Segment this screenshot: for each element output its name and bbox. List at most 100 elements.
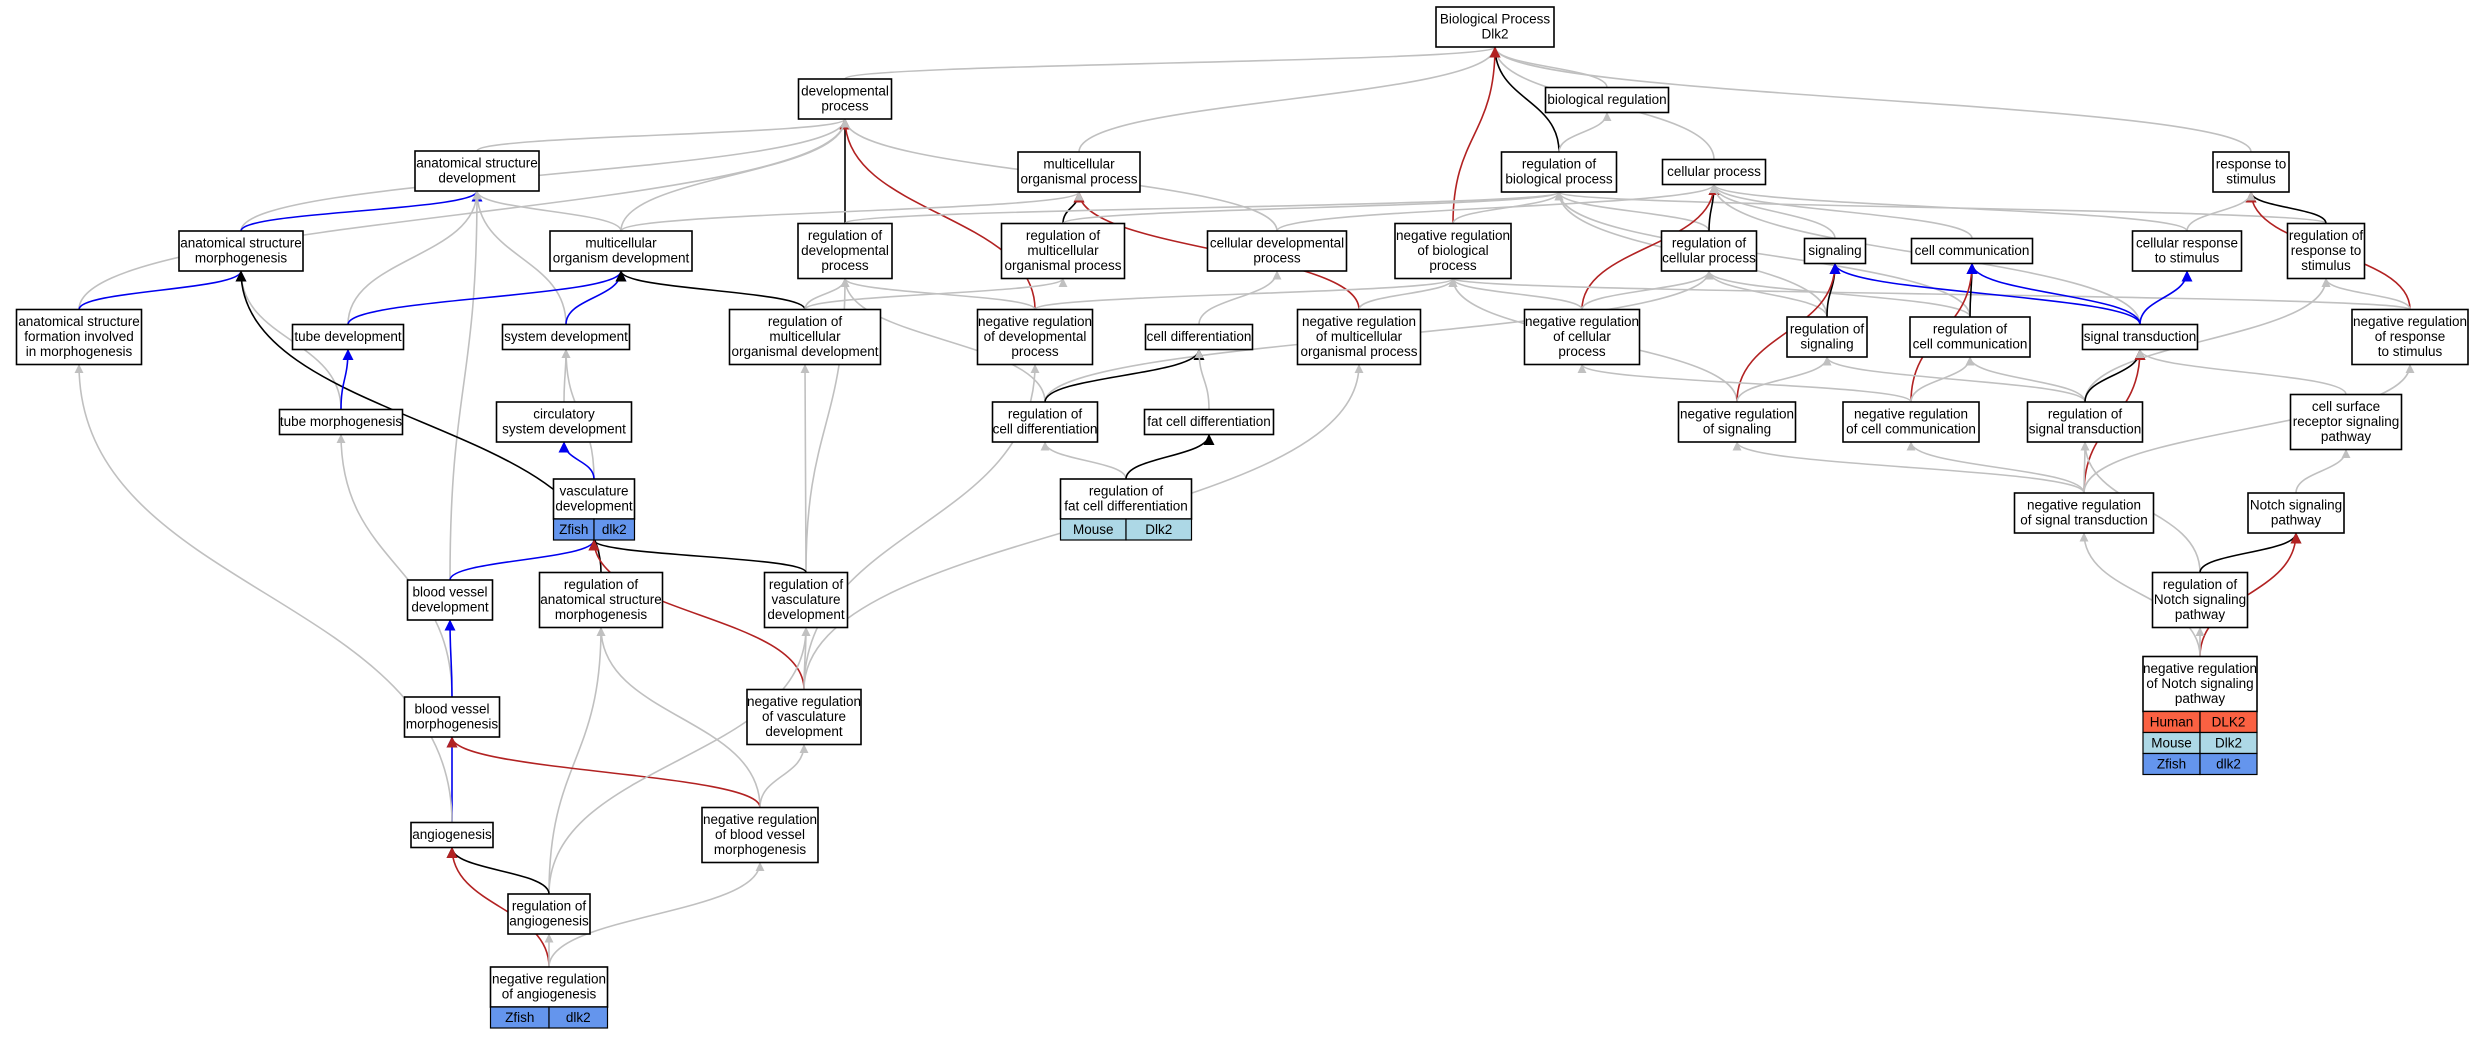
node-box (403, 696, 501, 738)
species-label: Zfish (505, 1010, 534, 1025)
node-label-line: regulation of (1933, 322, 2008, 337)
edge-nrcp-to-cp (1581, 183, 1720, 310)
edge-nrnsp-to-nrst (2079, 532, 2201, 657)
gene-cell (593, 518, 636, 541)
edge-rrs-to-rts (2245, 191, 2327, 224)
go-term-node-ang[interactable]: angiogenesis (410, 821, 494, 849)
node-label-line: development (411, 600, 489, 615)
node-label-line: system development (504, 329, 628, 344)
edge-crs-to-rts (2186, 191, 2256, 232)
node-label-line: Biological Process (1440, 12, 1551, 27)
node-box (507, 893, 591, 935)
go-term-node-tm[interactable]: tube morphogenesis (278, 408, 404, 436)
node-box (1910, 237, 2034, 265)
go-term-node-cp[interactable]: cellular process (1661, 158, 1767, 186)
node-label-line: of vasculature (762, 709, 846, 724)
go-term-node-sd[interactable]: system development (501, 323, 631, 351)
node-label-line: regulation of (1790, 322, 1865, 337)
go-term-node-cc[interactable]: cell communication (1910, 237, 2034, 265)
edge-crs-to-cp (1709, 183, 2188, 232)
node-label-line: pathway (2175, 691, 2226, 706)
node-label-line: cellular developmental (1210, 236, 1344, 251)
go-term-node-st[interactable]: signal transduction (2081, 323, 2199, 351)
node-label-line: biological process (1505, 172, 1613, 187)
node-label-line: circulatory (533, 407, 595, 422)
edge-nrvd-to-vd (588, 539, 805, 690)
edge-rbp-to-breg (1558, 112, 1612, 153)
edge-mod-to-mop (620, 191, 1084, 232)
edge-nrst-to-nrsig (1732, 441, 2085, 494)
gene-label: dlk2 (2216, 757, 2241, 772)
node-label-line: formation involved (24, 329, 134, 344)
edge-asm-to-asd (240, 190, 483, 232)
node-label-line: cell differentiation (1147, 329, 1252, 344)
go-term-node-cdiff[interactable]: cell differentiation (1144, 323, 1254, 351)
go-term-node-td[interactable]: tube development (291, 323, 405, 351)
node-label-line: Notch signaling (2154, 592, 2246, 607)
node-label-line: signal transduction (2084, 329, 2197, 344)
node-label-line: of signaling (1703, 422, 1771, 437)
node-label-line: tube development (294, 329, 402, 344)
go-term-node-fcd[interactable]: fat cell differentiation (1143, 408, 1275, 436)
node-box (538, 571, 664, 629)
edge-rfcd-to-rcd (1040, 441, 1127, 480)
go-term-node-breg[interactable]: biological regulation (1544, 86, 1670, 114)
edge-nrbvm-to-rasm (596, 627, 761, 808)
gene-cell (548, 1006, 609, 1029)
node-box (1660, 230, 1758, 272)
go-term-node-sig[interactable]: signaling (1803, 237, 1867, 265)
gene-label: DLK2 (2212, 715, 2246, 730)
edge-nrbvm-to-bvm (446, 736, 761, 808)
node-label-line: development (767, 607, 845, 622)
node-label-line: to stimulus (2155, 251, 2220, 266)
node-label-line: development (765, 724, 843, 739)
node-box (1435, 6, 1555, 48)
node-label-line: vasculature (559, 484, 628, 499)
species-label: Human (2150, 715, 2194, 730)
